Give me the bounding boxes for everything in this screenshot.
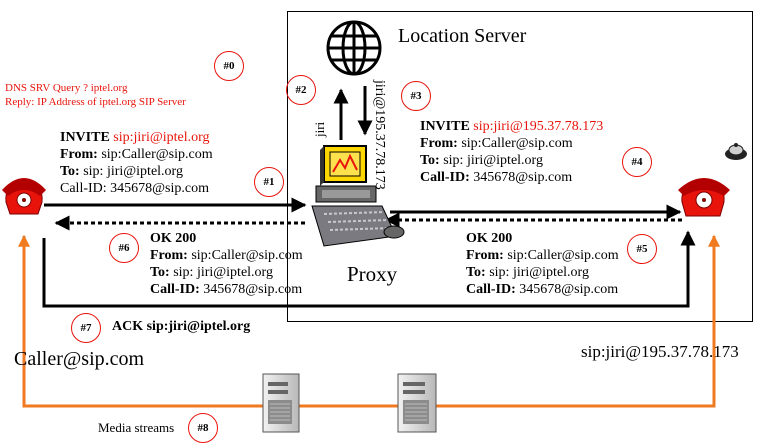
to-label: To: (420, 153, 440, 168)
caller-address: Caller@sip.com (14, 348, 145, 370)
from-label: From: (150, 248, 188, 263)
callid-value: 345678@sip.com (203, 282, 303, 297)
media-server-icon-right (397, 373, 437, 433)
from-label: From: (60, 147, 98, 162)
to-label: To: (60, 164, 80, 179)
dns-reply-text: Reply: IP Address of iptel.org SIP Serve… (5, 96, 186, 108)
step-3-badge: #3 (401, 81, 431, 111)
callid-label: Call-ID: (60, 181, 107, 196)
callid-label: Call-ID: (150, 282, 200, 297)
from-label: From: (420, 136, 458, 151)
callid-value: 345678@sip.com (473, 170, 573, 185)
vertical-label-jiri: jiri (312, 121, 327, 138)
media-stream-line (24, 236, 714, 408)
callee-telephone-icon (678, 178, 730, 217)
from-value: sip:Caller@sip.com (191, 248, 303, 263)
ack-message: ACK sip:jiri@iptel.org (112, 319, 251, 334)
invite-method: INVITE (420, 119, 470, 134)
vertical-label-jiri-address: jiri@195.37.78.173 (372, 79, 387, 190)
step-4-badge: #4 (622, 147, 652, 177)
bell-icon (725, 143, 747, 160)
callid-label: Call-ID: (420, 170, 470, 185)
media-server-icon-left (262, 373, 300, 433)
to-value: sip: jiri@iptel.org (443, 153, 543, 168)
step-6-badge: #6 (109, 233, 139, 263)
to-label: To: (466, 265, 486, 280)
step-1-badge: #1 (254, 167, 284, 197)
proxy-label: Proxy (347, 262, 398, 286)
ok-message-left: OK 200 From: sip:Caller@sip.com To: sip:… (150, 230, 303, 298)
step-5-badge: #5 (627, 234, 657, 264)
to-value: sip: jiri@iptel.org (489, 265, 589, 280)
from-value: sip:Caller@sip.com (507, 248, 619, 263)
to-label: To: (150, 265, 170, 280)
location-server-title: Location Server (398, 25, 527, 47)
ok-message-right: OK 200 From: sip:Caller@sip.com To: sip:… (466, 230, 619, 298)
location-server-box (287, 11, 753, 322)
step-0-badge: #0 (214, 51, 244, 81)
dns-query-text: DNS SRV Query ? iptel.org (5, 82, 128, 94)
callid-value: 345678@sip.com (110, 181, 209, 196)
globe-icon (326, 20, 382, 76)
invite-uri: sip:jiri@iptel.org (113, 130, 210, 145)
step-7-badge: #7 (71, 313, 101, 343)
invite-uri: sip:jiri@195.37.78.173 (473, 119, 604, 134)
ok-status: OK 200 (150, 231, 197, 246)
callid-label: Call-ID: (466, 282, 516, 297)
invite-message-1: INVITE sip:jiri@iptel.org From: sip:Call… (60, 129, 213, 197)
step-2-badge: #2 (286, 75, 316, 105)
callid-value: 345678@sip.com (519, 282, 619, 297)
invite-method: INVITE (60, 130, 110, 145)
ack-arrow (42, 230, 696, 308)
ok-status: OK 200 (466, 231, 513, 246)
from-value: sip:Caller@sip.com (461, 136, 573, 151)
from-label: From: (466, 248, 504, 263)
step-8-badge: #8 (188, 413, 218, 443)
callee-address: sip:jiri@195.37.78.173 (581, 342, 739, 361)
caller-telephone-icon (2, 178, 46, 215)
to-value: sip: jiri@iptel.org (83, 164, 183, 179)
from-value: sip:Caller@sip.com (101, 147, 213, 162)
invite-message-2: INVITE sip:jiri@195.37.78.173 From: sip:… (420, 118, 603, 186)
proxy-computer-icon (311, 145, 405, 247)
media-streams-label: Media streams (98, 420, 175, 435)
to-value: sip: jiri@iptel.org (173, 265, 273, 280)
